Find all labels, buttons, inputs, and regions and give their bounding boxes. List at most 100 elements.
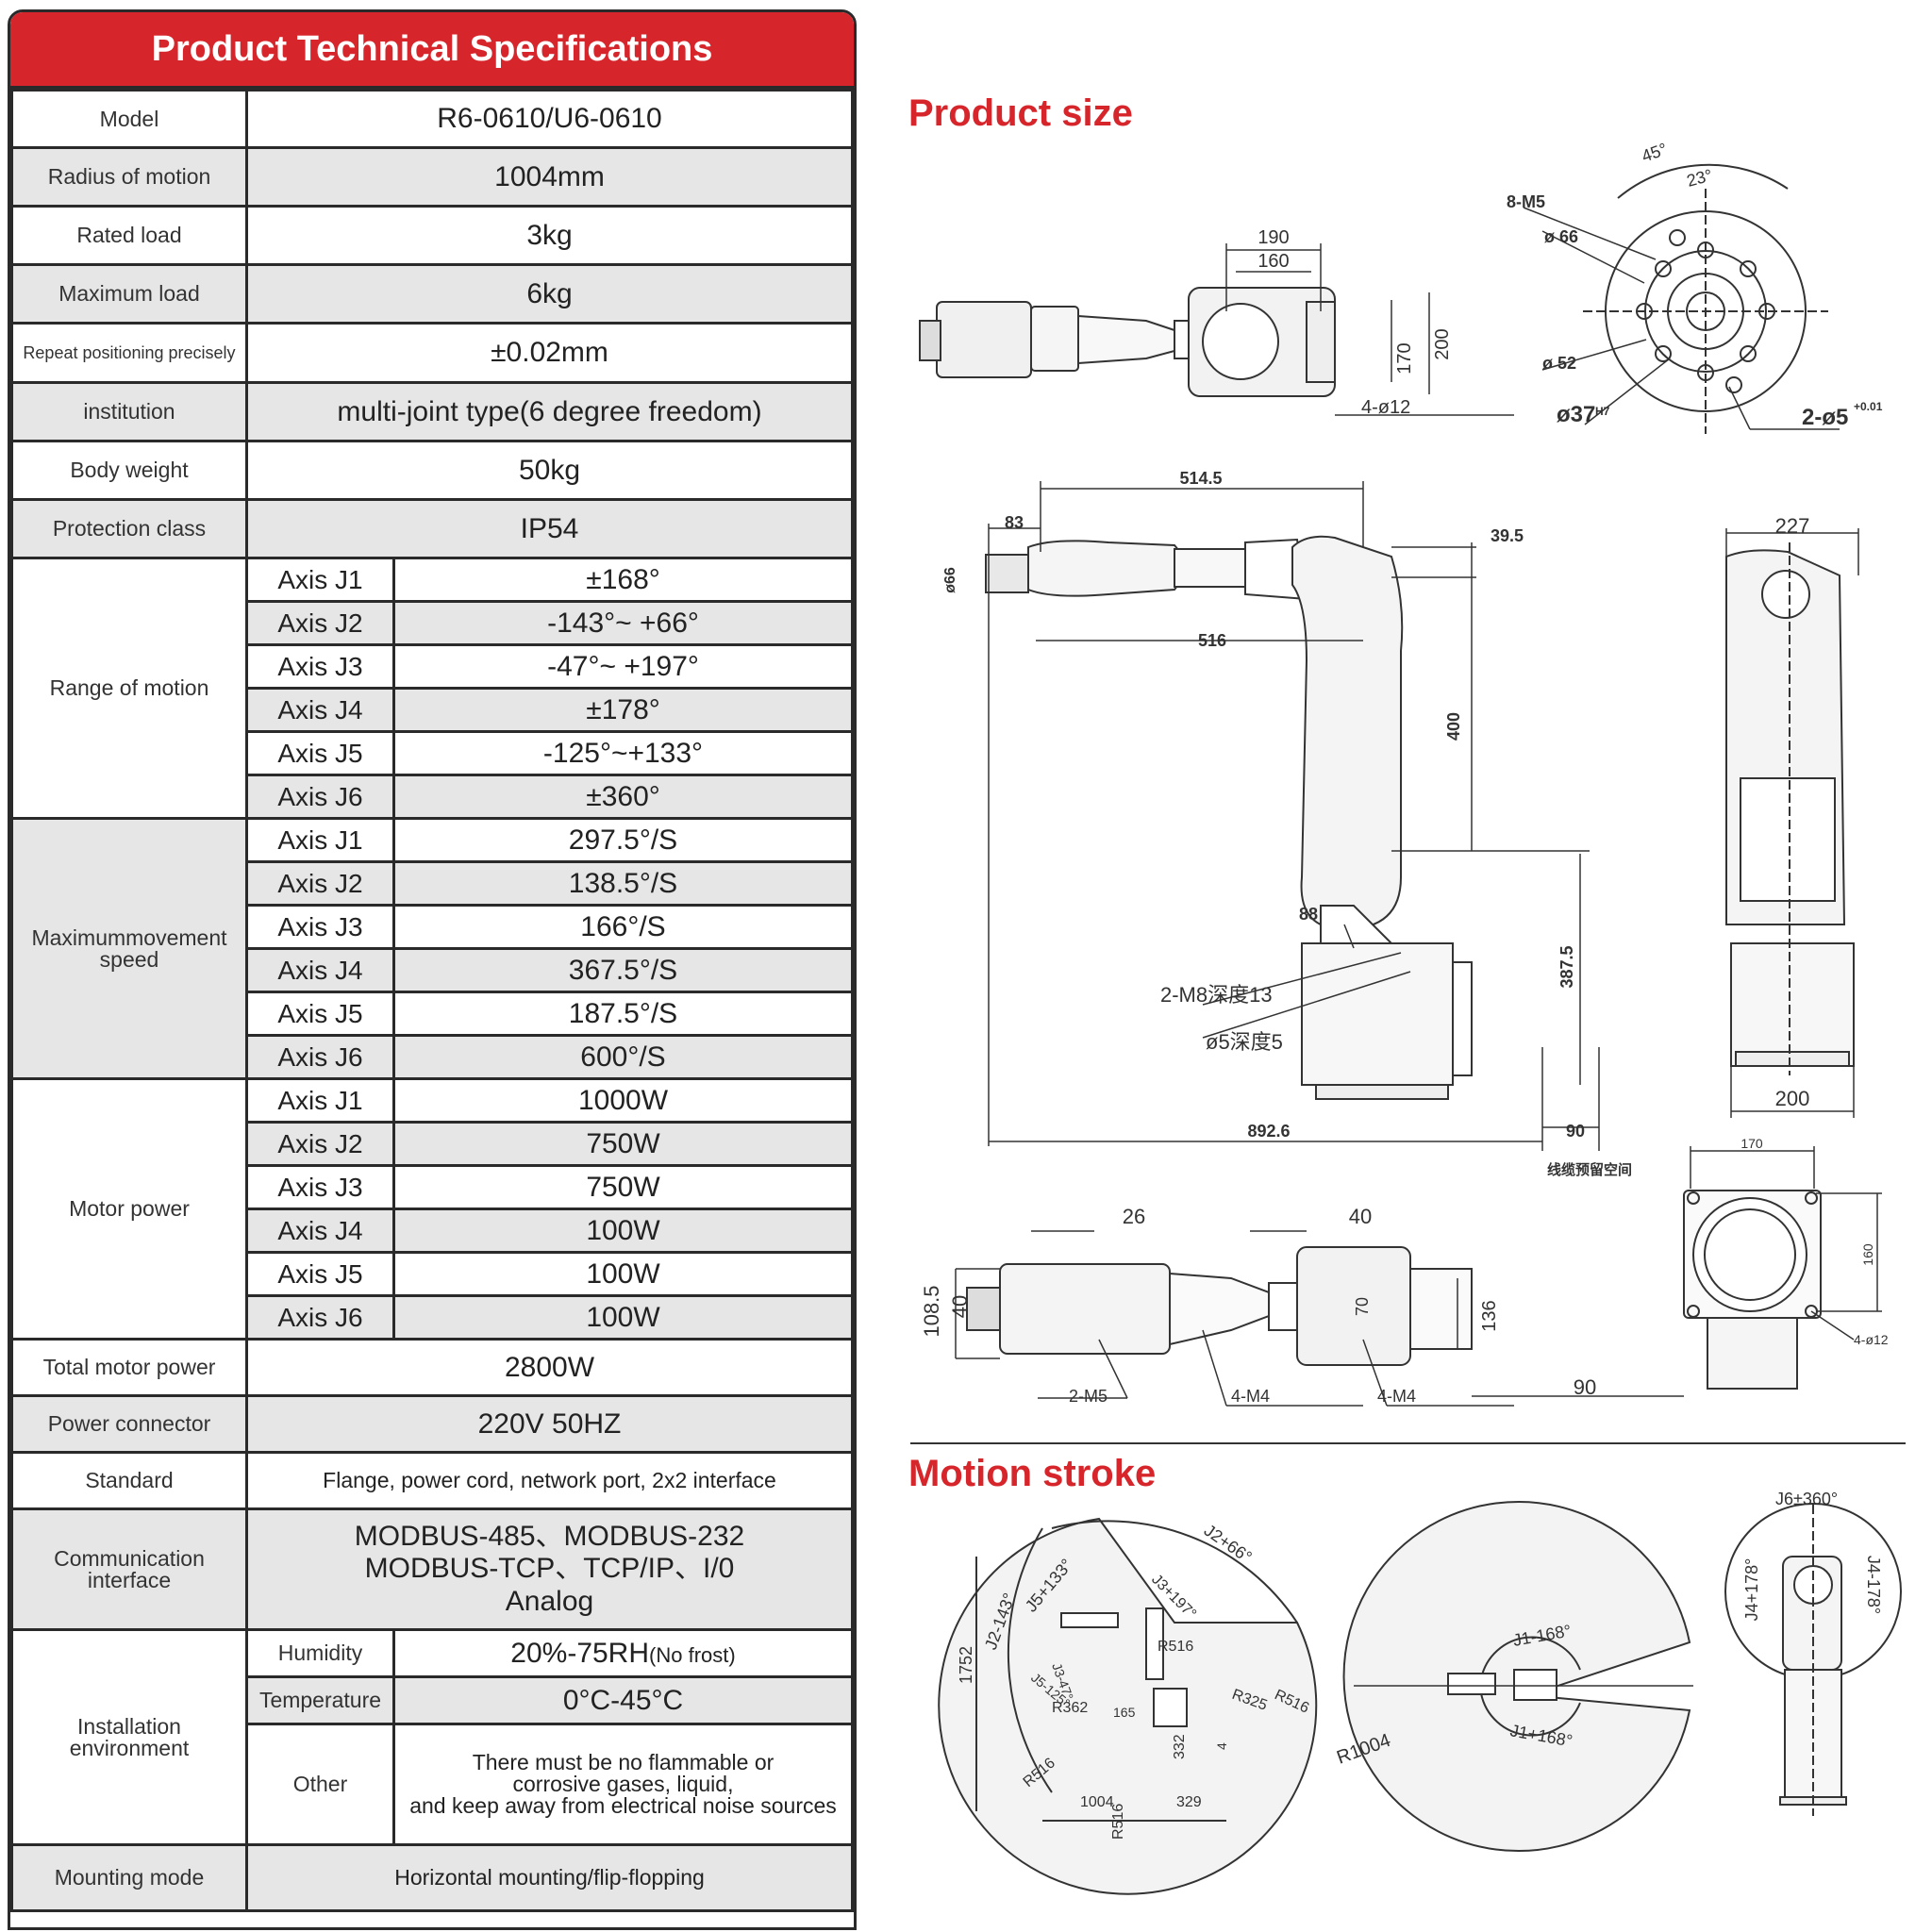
dim-39: 39.5: [1491, 526, 1524, 545]
dim-m4a: 4-M4: [1231, 1387, 1270, 1406]
dim-4: 4: [1214, 1742, 1229, 1750]
side-view-drawing: [985, 535, 1473, 1100]
motor-axis: Axis J6: [245, 1294, 395, 1341]
r516-a: R516: [1158, 1639, 1193, 1655]
product-size-title: Product size: [908, 92, 1133, 134]
dim-m8: 2-M8深度13: [1160, 983, 1273, 1007]
max-load-label: Maximum load: [10, 263, 248, 325]
temperature-value: 0°C-45°C: [392, 1675, 854, 1725]
dim-holes-base: 4-ø12: [1854, 1332, 1889, 1347]
spec-table: Model R6-0610/U6-0610 Radius of motion 1…: [10, 89, 854, 1912]
range-value: ±178°: [392, 687, 854, 733]
dim-516: 516: [1198, 631, 1226, 650]
institution-value: multi-joint type(6 degree freedom): [245, 381, 854, 442]
other-label: Other: [245, 1723, 395, 1846]
radius-value: 1004mm: [245, 146, 854, 208]
speed-axis: Axis J4: [245, 947, 395, 993]
total-power-value: 2800W: [245, 1338, 854, 1397]
range-axis: Axis J3: [245, 643, 395, 690]
max-load-value: 6kg: [245, 263, 854, 325]
motor-axis: Axis J2: [245, 1121, 395, 1167]
flange-drawing: [1523, 163, 1840, 434]
temperature-label: Temperature: [245, 1675, 395, 1725]
weight-label: Body weight: [10, 440, 248, 501]
range-value: ±360°: [392, 774, 854, 820]
j4-minus-label: J4-178°: [1864, 1556, 1883, 1614]
motor-axis: Axis J3: [245, 1164, 395, 1210]
motor-axis: Axis J5: [245, 1251, 395, 1297]
standard-value: Flange, power cord, network port, 2x2 in…: [245, 1451, 854, 1510]
install-label-line: environment: [69, 1735, 190, 1760]
speed-label: Maximummovement speed: [10, 817, 248, 1080]
other-line: corrosive gases, liquid,: [512, 1772, 734, 1796]
comm-line: MODBUS-TCP、TCP/IP、I/0: [364, 1553, 735, 1585]
dim-136: 136: [1479, 1300, 1500, 1331]
other-value: There must be no flammable or corrosive …: [392, 1723, 854, 1846]
protection-label: Protection class: [10, 498, 248, 559]
dim-329: 329: [1176, 1794, 1202, 1810]
motor-axis: Axis J1: [245, 1077, 395, 1124]
speed-value: 367.5°/S: [392, 947, 854, 993]
range-axis: Axis J2: [245, 600, 395, 646]
comm-line: Analog: [505, 1585, 594, 1617]
dim-d52: ø 52: [1542, 354, 1576, 373]
speed-label-line: speed: [99, 946, 159, 972]
r516-d: R516: [1110, 1804, 1126, 1840]
speed-value: 166°/S: [392, 904, 854, 950]
height-1752: 1752: [957, 1646, 975, 1684]
dim-160: 160: [1257, 251, 1289, 272]
dim-90-bottom: 90: [1574, 1375, 1596, 1399]
dim-70: 70: [1353, 1297, 1372, 1316]
humidity-label: Humidity: [245, 1628, 395, 1678]
dim-88: 88: [1299, 905, 1318, 924]
humidity-value: 20%-75RH(No frost): [392, 1628, 854, 1678]
dim-d66: ø 66: [1544, 227, 1578, 246]
r362: R362: [1052, 1700, 1088, 1716]
comm-label: Communication interface: [10, 1507, 248, 1631]
other-line: and keep away from electrical noise sour…: [409, 1793, 837, 1818]
install-label: Installation environment: [10, 1628, 248, 1846]
dim-160-base: 160: [1860, 1243, 1875, 1266]
dim-1004: 1004: [1080, 1794, 1114, 1810]
spec-title: Product Technical Specifications: [10, 12, 854, 89]
range-value: -143°~ +66°: [392, 600, 854, 646]
dim-332: 332: [1172, 1734, 1188, 1759]
motor-value: 100W: [392, 1294, 854, 1341]
side-view-dimensions: [988, 481, 1600, 1151]
dim-190: 190: [1257, 227, 1289, 248]
range-value: -47°~ +197°: [392, 643, 854, 690]
comm-label-line: interface: [87, 1567, 172, 1592]
repeat-label: Repeat positioning precisely: [10, 322, 248, 384]
speed-value: 297.5°/S: [392, 817, 854, 863]
dim-pin: 2-ø5: [1802, 405, 1848, 430]
range-axis: Axis J4: [245, 687, 395, 733]
motor-value: 1000W: [392, 1077, 854, 1124]
protection-value: IP54: [245, 498, 854, 559]
dim-23: 23°: [1685, 165, 1714, 190]
speed-axis: Axis J6: [245, 1034, 395, 1080]
range-axis: Axis J6: [245, 774, 395, 820]
mounting-value: Horizontal mounting/flip-flopping: [245, 1843, 854, 1912]
rated-load-label: Rated load: [10, 205, 248, 266]
dim-200-front: 200: [1775, 1087, 1810, 1110]
comm-label-line: Communication: [54, 1545, 205, 1571]
technical-drawings: 190 160 170 200 4-ø12 45° 23° 8-M5 ø 66 …: [910, 140, 1906, 1895]
model-value: R6-0610/U6-0610: [245, 89, 854, 149]
speed-value: 187.5°/S: [392, 991, 854, 1037]
motor-label: Motor power: [10, 1077, 248, 1341]
dim-170-base: 170: [1740, 1136, 1763, 1151]
drawings-panel: Product size: [863, 0, 1929, 1932]
dim-40: 40: [1349, 1205, 1372, 1228]
range-value: -125°~+133°: [392, 730, 854, 776]
j4-plus-label: J4+178°: [1742, 1558, 1761, 1622]
institution-label: institution: [10, 381, 248, 442]
range-value: ±168°: [392, 557, 854, 603]
weight-value: 50kg: [245, 440, 854, 501]
dim-m5-bottom: 2-M5: [1069, 1387, 1108, 1406]
dim-892: 892.6: [1247, 1122, 1290, 1141]
total-power-label: Total motor power: [10, 1338, 248, 1397]
humidity-range: 20%-75RH: [510, 1637, 650, 1669]
mounting-label: Mounting mode: [10, 1843, 248, 1912]
dim-d66-side: ø66: [942, 567, 958, 593]
front-view-dimensions: [1725, 528, 1859, 1118]
